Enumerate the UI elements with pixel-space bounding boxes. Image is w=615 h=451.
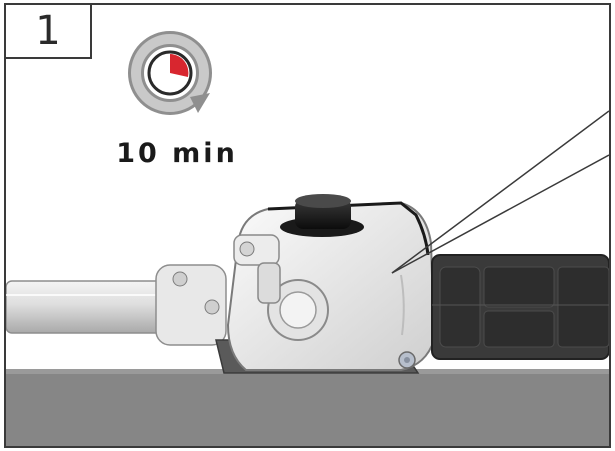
step-number-box: 1 [6,5,92,59]
step-number: 1 [35,8,61,54]
instruction-panel: 1 10 min [4,3,611,448]
timer-duration-label: 10 min [116,138,238,169]
clock-rotate-icon [128,31,212,115]
tool-fuel-tank-illustration [6,110,609,446]
